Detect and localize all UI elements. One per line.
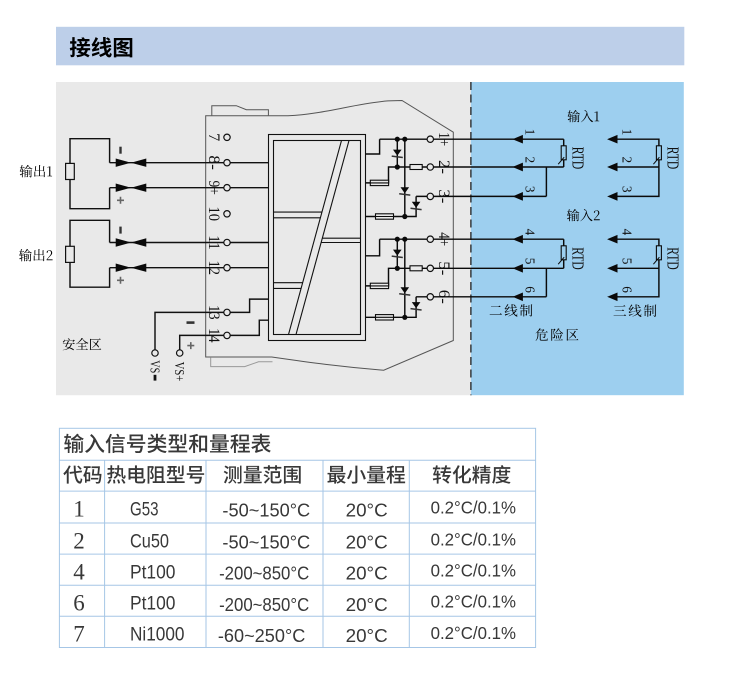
svg-text:VS+: VS+ [172, 362, 187, 382]
svg-text:Pt100: Pt100 [130, 563, 175, 584]
svg-text:20°C: 20°C [346, 532, 388, 553]
svg-text:2: 2 [620, 156, 635, 163]
svg-text:Ni1000: Ni1000 [130, 625, 185, 646]
svg-text:3: 3 [523, 186, 538, 193]
svg-text:-50~150°C: -50~150°C [222, 500, 310, 521]
svg-text:14: 14 [205, 328, 222, 343]
svg-text:12: 12 [205, 260, 222, 275]
svg-text:G53: G53 [130, 500, 159, 521]
svg-text:0.2°C/0.1%: 0.2°C/0.1% [431, 623, 516, 643]
svg-text:RTD: RTD [569, 147, 588, 170]
svg-text:RTD: RTD [569, 247, 588, 270]
svg-text:6: 6 [523, 286, 538, 293]
svg-text:RTD: RTD [664, 147, 683, 170]
svg-text:-200~850°C: -200~850°C [219, 594, 309, 615]
svg-text:20°C: 20°C [346, 563, 388, 584]
svg-text:20°C: 20°C [346, 625, 388, 646]
svg-text:1: 1 [620, 129, 635, 136]
svg-text:RTD: RTD [664, 247, 683, 270]
svg-text:2: 2 [73, 528, 85, 553]
svg-text:3: 3 [620, 186, 635, 193]
svg-text:Pt100: Pt100 [130, 594, 175, 615]
svg-text:6: 6 [73, 591, 85, 616]
svg-text:0.2°C/0.1%: 0.2°C/0.1% [431, 498, 516, 518]
svg-text:4: 4 [620, 229, 635, 236]
svg-text:6: 6 [620, 286, 635, 293]
svg-text:7: 7 [205, 133, 222, 141]
svg-text:20°C: 20°C [346, 594, 388, 615]
svg-text:0.2°C/0.1%: 0.2°C/0.1% [431, 561, 516, 581]
svg-text:-200~850°C: -200~850°C [219, 563, 309, 584]
svg-text:-50~150°C: -50~150°C [222, 532, 310, 553]
svg-text:20°C: 20°C [346, 500, 388, 521]
svg-text:Cu50: Cu50 [130, 531, 169, 552]
svg-text:13: 13 [205, 305, 222, 320]
svg-text:0.2°C/0.1%: 0.2°C/0.1% [431, 592, 516, 612]
svg-text:5: 5 [523, 258, 538, 265]
svg-text:-60~250°C: -60~250°C [218, 625, 305, 646]
svg-text:8-: 8- [205, 155, 222, 170]
svg-text:4: 4 [523, 229, 538, 236]
svg-text:VS: VS [148, 360, 163, 373]
svg-text:10: 10 [205, 207, 222, 222]
svg-text:9+: 9+ [205, 180, 222, 195]
svg-text:5: 5 [620, 258, 635, 265]
svg-text:1: 1 [523, 129, 538, 136]
svg-text:11: 11 [205, 235, 222, 250]
svg-text:1: 1 [73, 496, 85, 521]
svg-text:0.2°C/0.1%: 0.2°C/0.1% [431, 530, 516, 550]
svg-text:4: 4 [73, 559, 85, 584]
svg-text:2: 2 [523, 156, 538, 163]
svg-text:7: 7 [73, 622, 85, 647]
